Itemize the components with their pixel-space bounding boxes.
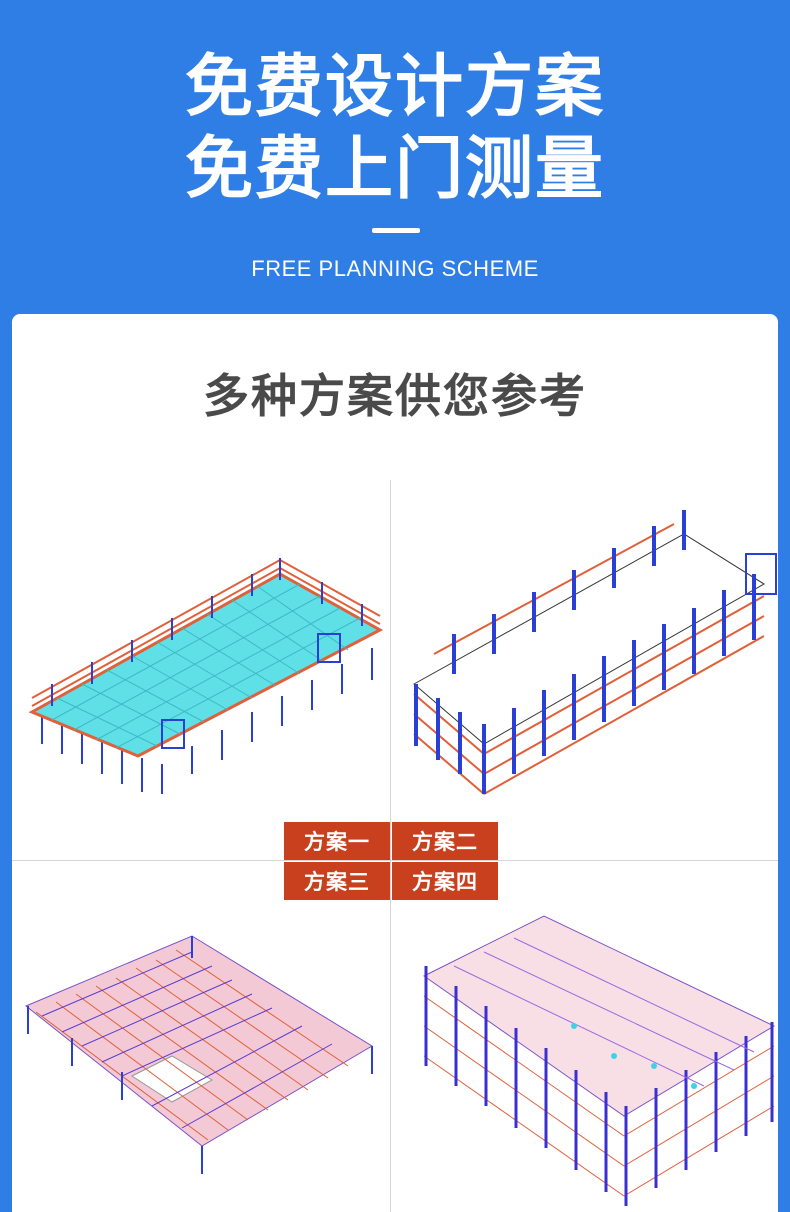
scheme-4-drawing <box>423 915 776 1206</box>
scheme-labels: 方案一 方案二 方案三 方案四 <box>284 822 498 900</box>
headline-free-design: 免费设计方案 <box>184 48 605 127</box>
scheme-1-drawing <box>28 558 384 794</box>
horizontal-divider <box>12 860 778 861</box>
schemes-card: 多种方案供您参考 <box>12 314 778 1212</box>
hero-subtitle: FREE PLANNING SCHEME <box>251 256 539 281</box>
scheme-2-drawing <box>413 510 777 795</box>
scheme-1-label: 方案一 <box>284 822 390 860</box>
scheme-2-label: 方案二 <box>392 822 498 860</box>
divider-dash <box>372 228 420 233</box>
scheme-3-label: 方案三 <box>284 862 390 900</box>
vertical-divider <box>390 480 391 1212</box>
scheme-4-label: 方案四 <box>392 862 498 900</box>
hero-header: 免费设计方案 免费上门测量 FREE PLANNING SCHEME <box>0 0 790 312</box>
scheme-3-drawing <box>25 935 373 1174</box>
card-title: 多种方案供您参考 <box>203 369 587 423</box>
headline-free-measure: 免费上门测量 <box>184 130 605 209</box>
